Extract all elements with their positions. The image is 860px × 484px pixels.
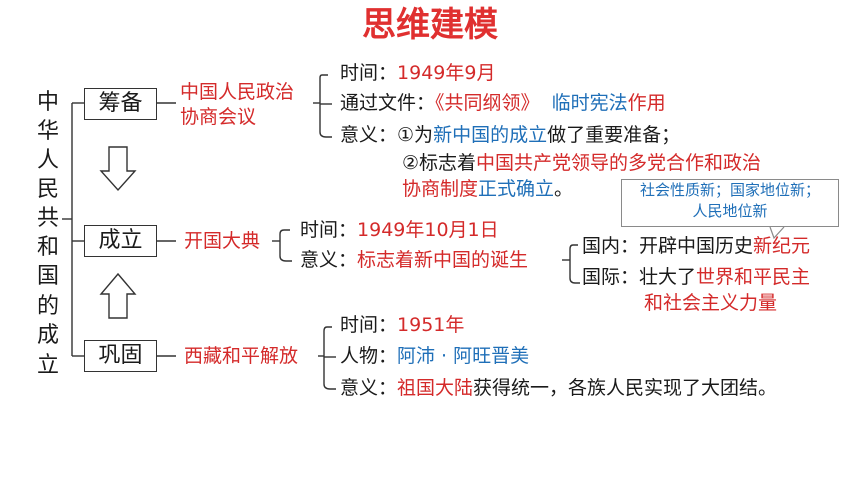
root-char: 人 (37, 148, 60, 173)
root-char: 国 (37, 264, 60, 289)
event-founding-ceremony: 开国大典 (184, 230, 261, 252)
stage1-meaning2: ②标志着中国共产党领导的多党合作和政治 (402, 152, 762, 174)
page-title: 思维建模 (362, 5, 498, 45)
doc-role: 临时宪法 (551, 92, 628, 114)
box-consolidation: 巩固 (84, 340, 157, 372)
root-char: 共 (37, 206, 60, 231)
meaning-label: 意义： (340, 124, 398, 146)
time-label: 时间： (340, 62, 398, 84)
root-char: 中 (37, 90, 60, 115)
stage1-time: 时间：1949年9月 (340, 64, 495, 83)
stage3-meaning: 意义：祖国大陆获得统一，各族人民实现了大团结。 (340, 377, 778, 399)
stage2-international: 国际：壮大了世界和平民主 (582, 266, 811, 288)
doc-role-suffix: 作用 (627, 92, 666, 114)
arrow-down-icon (99, 146, 137, 192)
box-preparation: 筹备 (84, 88, 157, 120)
event-cppcc-line2: 协商会议 (180, 106, 257, 128)
time-value: 1949年9月 (397, 62, 496, 84)
root-char: 和 (37, 235, 60, 260)
stage1-meaning2-cont: 协商制度正式确立。 (402, 178, 574, 200)
arrow-up-icon (99, 272, 137, 319)
stage3-time: 时间：1951年 (340, 314, 465, 336)
callout-note: 社会性质新；国家地位新； 人民地位新 (621, 179, 839, 227)
stage1-meaning1: 意义：①为新中国的成立做了重要准备； (340, 124, 681, 146)
docs-label: 通过文件： (340, 92, 436, 114)
stage2-meaning: 意义：标志着新中国的诞生 (300, 249, 529, 271)
stage2-international-cont: 和社会主义力量 (644, 292, 778, 314)
root-char: 的 (37, 294, 60, 319)
stage2-time: 时间：1949年10月1日 (300, 219, 499, 241)
box-founding: 成立 (84, 225, 157, 257)
root-char: 华 (37, 119, 60, 144)
root-char: 民 (37, 177, 60, 202)
stage2-domestic: 国内：开辟中国历史新纪元 (582, 235, 811, 257)
stage1-docs: 通过文件：《共同纲领》 临时宪法作用 (340, 94, 666, 113)
root-char: 成 (37, 323, 60, 348)
root-char: 立 (37, 353, 60, 378)
event-tibet-liberation: 西藏和平解放 (184, 345, 299, 367)
stage3-people: 人物：阿沛 · 阿旺晋美 (340, 345, 530, 367)
event-cppcc-line1: 中国人民政治 (180, 81, 295, 103)
doc-common-program: 《共同纲领》 (435, 92, 540, 114)
